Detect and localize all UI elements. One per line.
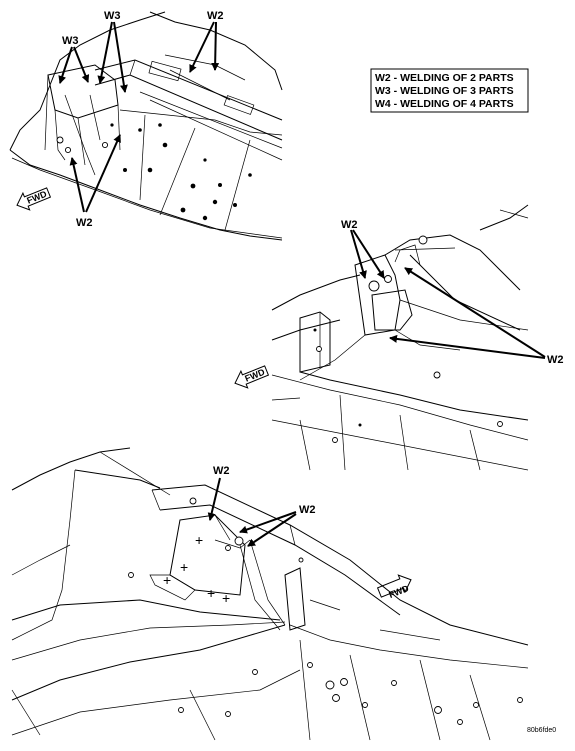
view-2-w2-right-label: W2	[547, 354, 564, 366]
legend-box: W2 - WELDING OF 2 PARTS W3 - WELDING OF …	[370, 68, 529, 113]
view-1-w3-top-label: W3	[104, 10, 121, 22]
figure-reference: 80b6fde0	[527, 727, 557, 734]
view-1-fwd-label: FWD	[25, 189, 48, 206]
view-2-w2-top-label: W2	[341, 219, 358, 231]
view-3-w2-right-label: W2	[299, 504, 316, 516]
view-1-weld-arrows	[58, 21, 220, 213]
legend-line-w3: W3 - WELDING OF 3 PARTS	[375, 85, 514, 97]
view-2-fwd-arrow: FWD	[234, 365, 270, 389]
legend-line-w4: W4 - WELDING OF 4 PARTS	[375, 98, 514, 110]
view-3-w2-top-label: W2	[213, 465, 230, 477]
svg-text:+: +	[222, 590, 230, 606]
view-2-fwd-label: FWD	[243, 367, 266, 384]
view-2-weld-arrows	[350, 229, 546, 359]
view-3-drawing: + + + + +	[11, 447, 529, 741]
view-1-fwd-arrow: FWD	[16, 187, 52, 211]
view-2-drawing	[271, 204, 529, 471]
svg-text:+: +	[163, 572, 171, 588]
view-3-fwd-label: FWD	[387, 583, 410, 600]
view-1-w3-left-label: W3	[62, 35, 79, 47]
svg-text:+: +	[180, 559, 188, 575]
svg-text:+: +	[195, 532, 203, 548]
legend-line-w2: W2 - WELDING OF 2 PARTS	[375, 72, 514, 84]
view-1-w2-top-label: W2	[207, 10, 224, 22]
view-3-fwd-arrow	[376, 574, 412, 598]
view-3-weld-arrows	[207, 477, 297, 547]
view-1-w2-bottom-label: W2	[76, 217, 93, 229]
svg-text:+: +	[207, 585, 215, 601]
view-1-drawing	[9, 11, 283, 241]
